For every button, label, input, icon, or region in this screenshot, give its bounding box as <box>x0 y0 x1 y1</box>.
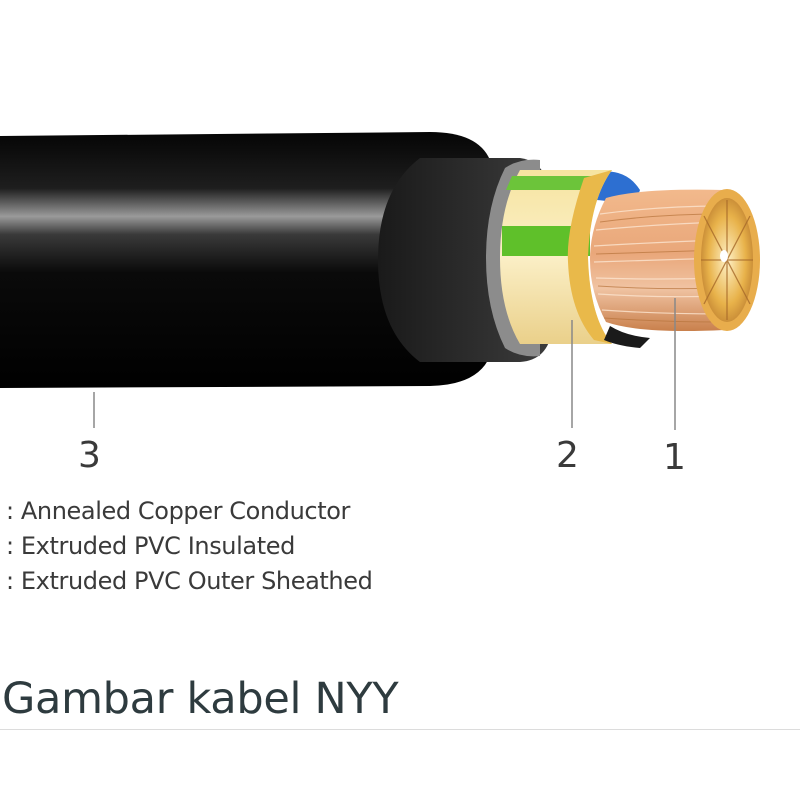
legend-item-conductor: : Annealed Copper Conductor <box>6 497 350 525</box>
legend-list: : Annealed Copper Conductor : Extruded P… <box>6 494 786 599</box>
divider <box>0 729 800 730</box>
figure-caption: Gambar kabel NYY <box>2 674 399 724</box>
outer-sheath <box>0 132 490 388</box>
legend-item-insulation: : Extruded PVC Insulated <box>6 532 295 560</box>
callout-number-3: 3 <box>78 435 101 476</box>
core-shadow <box>604 326 650 348</box>
callout-number-2: 2 <box>556 435 579 476</box>
pvc-insulation <box>500 170 612 344</box>
callout-number-1: 1 <box>663 437 686 478</box>
legend-item-outer-sheath: : Extruded PVC Outer Sheathed <box>6 567 373 595</box>
copper-conductor <box>590 189 760 331</box>
